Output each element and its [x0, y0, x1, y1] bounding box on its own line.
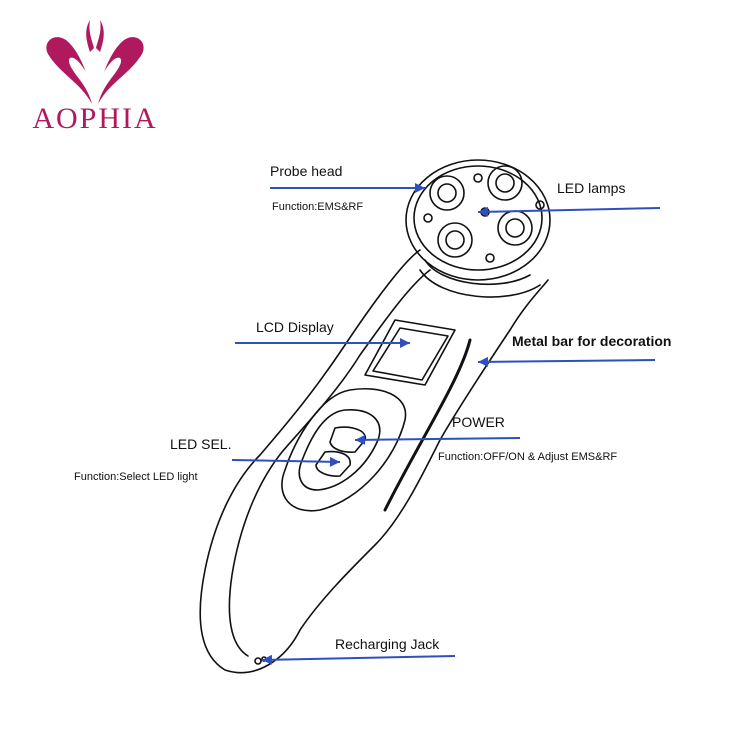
label-recharging-jack: Recharging Jack — [335, 636, 440, 652]
arrow-recharging-jack-head — [262, 654, 273, 665]
probe-head-outline — [405, 159, 551, 281]
brand-name: AOPHIA — [32, 102, 158, 135]
arrow-recharging-jack-line — [261, 655, 456, 661]
led-lamp-small-2 — [423, 213, 433, 223]
device-body-outline — [199, 249, 549, 674]
lcd-display-outline — [364, 319, 456, 386]
label-lcd-display: LCD Display — [256, 319, 334, 335]
brand-logo-butterfly — [46, 20, 144, 104]
label-power-function: Function:OFF/ON & Adjust EMS&RF — [438, 451, 618, 463]
arrow-power-line — [354, 437, 521, 441]
label-metal-bar: Metal bar for decoration — [512, 333, 672, 349]
power-button — [329, 426, 366, 453]
metal-bar-decoration — [383, 338, 472, 512]
arrow-lcd-display-head — [400, 338, 410, 348]
device-neck — [424, 259, 531, 286]
probe-lamp-top-right — [487, 165, 523, 201]
arrow-led-lamps-line — [477, 207, 661, 213]
led-lamp-small-1 — [473, 173, 483, 183]
label-power: POWER — [452, 414, 505, 430]
label-led-sel: LED SEL. — [170, 436, 232, 452]
label-led-sel-function: Function:Select LED light — [74, 471, 198, 483]
label-probe-head: Probe head — [270, 163, 343, 179]
arrow-led-lamps-head — [478, 206, 489, 217]
callout-arrows — [231, 183, 661, 665]
arrow-led-sel-head — [329, 456, 340, 467]
probe-lamp-bottom-left — [437, 222, 473, 258]
recharging-jack — [254, 657, 262, 665]
probe-lamp-top-left — [429, 175, 465, 211]
probe-lamp-bottom-right — [497, 210, 533, 246]
led-select-button — [315, 450, 351, 477]
led-lamp-small-5 — [535, 200, 545, 210]
button-panel-outline — [281, 388, 407, 512]
probe-head-inner-ring — [413, 165, 543, 271]
device-inner-line — [228, 269, 431, 657]
led-lamp-small-4 — [485, 253, 495, 263]
arrow-led-sel-line — [231, 459, 341, 463]
arrow-metal-bar-line — [477, 359, 656, 363]
arrow-probe-head-head — [415, 183, 425, 193]
label-led-lamps: LED lamps — [557, 180, 626, 196]
arrow-power-head — [355, 434, 366, 445]
arrow-metal-bar-head — [478, 356, 489, 367]
label-probe-function: Function:EMS&RF — [272, 201, 364, 213]
